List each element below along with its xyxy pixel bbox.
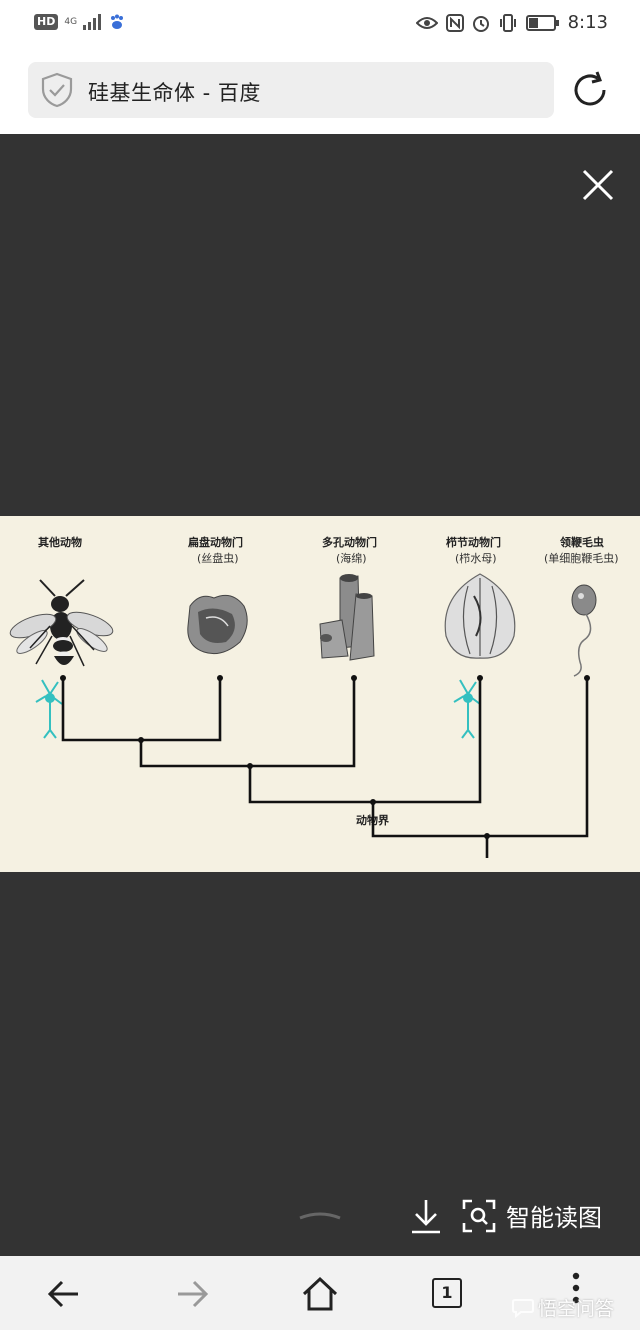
watermark: 悟空问答 — [512, 1294, 614, 1321]
status-right: 8:13 — [415, 12, 608, 33]
tabs-button[interactable]: 1 — [432, 1278, 462, 1308]
alarm-icon — [472, 15, 489, 32]
smart-read-label: 智能读图 — [506, 1204, 602, 1232]
group-sub-choanoflagellates: (单细胞鞭毛虫) — [544, 552, 619, 565]
wasp-illustration — [9, 579, 114, 667]
group-sub-placozoa: (丝盘虫) — [197, 552, 239, 565]
network-type: 4G — [64, 16, 78, 27]
nfc-icon — [445, 13, 464, 32]
group-label-ctenophora: 栉节动物门 — [446, 536, 501, 549]
swipe-up-handle-icon[interactable] — [296, 1206, 344, 1222]
group-sub-porifera: (海绵) — [336, 552, 367, 565]
clock: 8:13 — [567, 12, 608, 33]
reload-icon[interactable] — [570, 70, 610, 110]
watermark-text: 悟空问答 — [538, 1298, 615, 1320]
vibrate-icon — [499, 13, 516, 32]
back-arrow-icon[interactable] — [46, 1276, 82, 1312]
status-left: HD 4G — [34, 14, 125, 30]
group-label-choanoflagellates: 领鞭毛虫 — [560, 536, 604, 549]
forward-arrow-icon[interactable] — [174, 1276, 210, 1312]
phylogeny-image[interactable]: 其他动物 扁盘动物门 (丝盘虫) 多孔动物门 (海绵) 栉节动物门 (栉水母) … — [0, 516, 640, 872]
signal-icon — [83, 14, 102, 30]
bottom-navigation: 1 悟空问答 — [0, 1256, 640, 1330]
battery-icon — [525, 14, 559, 31]
more-vertical-icon[interactable] — [571, 1272, 581, 1308]
home-icon[interactable] — [301, 1276, 339, 1312]
eye-icon — [415, 16, 438, 29]
group-label-porifera: 多孔动物门 — [322, 536, 377, 549]
hd-indicator: HD — [34, 14, 59, 30]
placozoa-illustration — [187, 594, 248, 655]
chat-bubble-icon — [512, 1298, 534, 1318]
group-sub-ctenophora: (栉水母) — [455, 552, 497, 565]
ctenophore-illustration — [444, 573, 516, 659]
download-icon[interactable] — [408, 1196, 444, 1236]
address-bar[interactable]: 硅基生命体 - 百度 — [28, 62, 554, 118]
page-title: 硅基生命体 - 百度 — [88, 81, 261, 105]
image-scan-icon — [462, 1199, 496, 1232]
choanoflagellate-illustration — [571, 584, 597, 677]
status-bar: HD 4G 8:13 — [0, 0, 640, 48]
group-label-other-animals: 其他动物 — [38, 536, 82, 549]
phylogeny-drawing — [9, 573, 597, 858]
close-icon[interactable] — [581, 168, 615, 202]
address-bar-area: 硅基生命体 - 百度 — [0, 48, 640, 134]
neuron-illustrations — [35, 679, 481, 739]
group-label-placozoa: 扁盘动物门 — [188, 536, 243, 549]
smart-read-button[interactable]: 智能读图 — [462, 1198, 602, 1233]
image-viewer: 其他动物 扁盘动物门 (丝盘虫) 多孔动物门 (海绵) 栉节动物门 (栉水母) … — [0, 134, 640, 1256]
shield-icon — [41, 72, 73, 108]
baidu-paw-icon — [111, 14, 124, 29]
tree-nodes — [60, 675, 590, 839]
sponge-illustration — [319, 574, 375, 661]
phylogeny-tree — [61, 678, 589, 858]
